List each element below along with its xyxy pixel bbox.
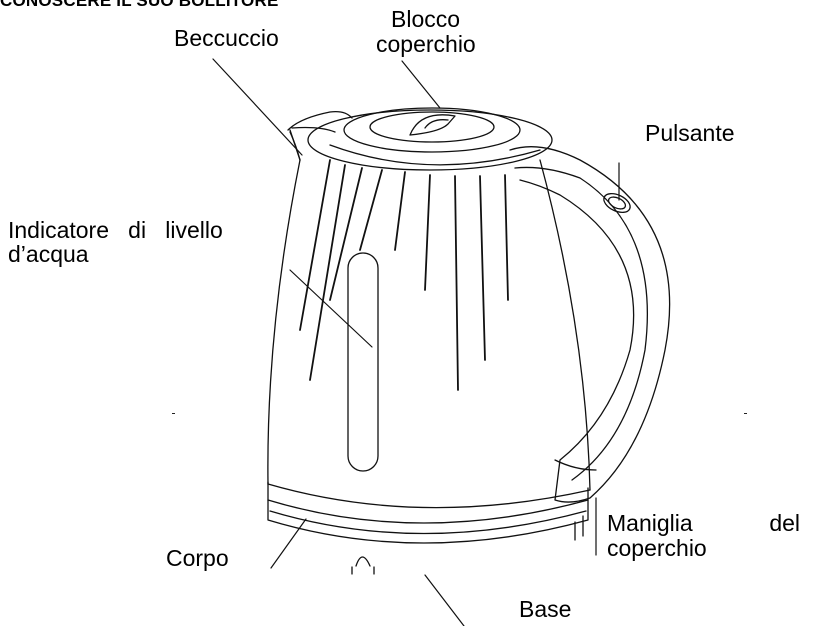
leader-water-level <box>290 270 372 347</box>
label-base: Base <box>519 598 571 621</box>
kettle-handle <box>510 147 670 502</box>
kettle-lid <box>308 108 552 170</box>
leader-lid-lock <box>402 61 440 108</box>
water-level-window <box>348 253 378 471</box>
label-lid-handle-line1: Maniglia del <box>607 513 800 535</box>
label-water-level-line2: d’acqua <box>8 244 89 266</box>
kettle-ribs <box>300 160 508 390</box>
stray-mark-left <box>172 413 175 414</box>
label-lid-handle-line2: coperchio <box>607 538 707 560</box>
label-water-level-line1: Indicatore di livello <box>8 220 223 242</box>
label-spout: Beccuccio <box>174 27 279 50</box>
label-body: Corpo <box>166 547 229 570</box>
label-lid-lock-line1: Blocco <box>391 9 460 31</box>
label-button: Pulsante <box>645 122 735 145</box>
leader-base <box>425 575 464 626</box>
stray-mark-right <box>744 413 747 414</box>
label-lid-lock-line2: coperchio <box>376 34 476 56</box>
leader-spout <box>213 59 302 155</box>
